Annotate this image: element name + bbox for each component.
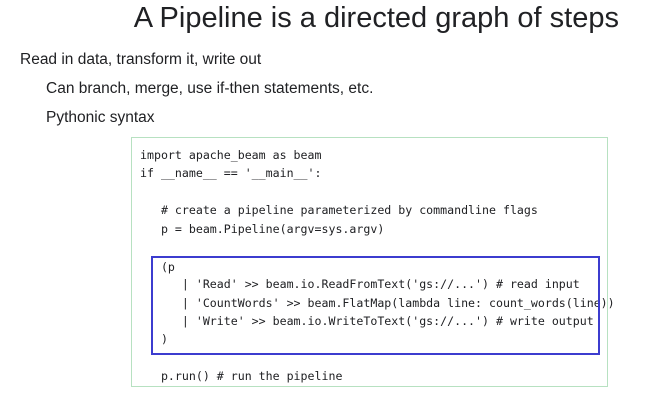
slide-title: A Pipeline is a directed graph of steps <box>133 2 619 34</box>
pipeline-highlight-box <box>151 256 600 355</box>
code-line-import: import apache_beam as beam <box>140 148 322 162</box>
code-line-comment: # create a pipeline parameterized by com… <box>140 203 538 217</box>
code-line-if-main: if __name__ == '__main__': <box>140 166 322 180</box>
code-line-run: p.run() # run the pipeline <box>140 369 343 383</box>
bullet-pythonic-syntax: Pythonic syntax <box>46 109 155 126</box>
bullet-read-transform-write: Read in data, transform it, write out <box>20 51 262 68</box>
code-line-open-paren: (p <box>140 260 175 274</box>
code-line-close-paren: ) <box>140 332 168 346</box>
code-panel <box>131 137 608 387</box>
code-line-pipeline: p = beam.Pipeline(argv=sys.argv) <box>140 222 385 236</box>
code-line-write: | 'Write' >> beam.io.WriteToText('gs://.… <box>140 314 594 328</box>
code-line-read: | 'Read' >> beam.io.ReadFromText('gs://.… <box>140 277 580 291</box>
code-line-countwords: | 'CountWords' >> beam.FlatMap(lambda li… <box>140 296 615 310</box>
bullet-branch-merge: Can branch, merge, use if-then statement… <box>46 80 374 97</box>
